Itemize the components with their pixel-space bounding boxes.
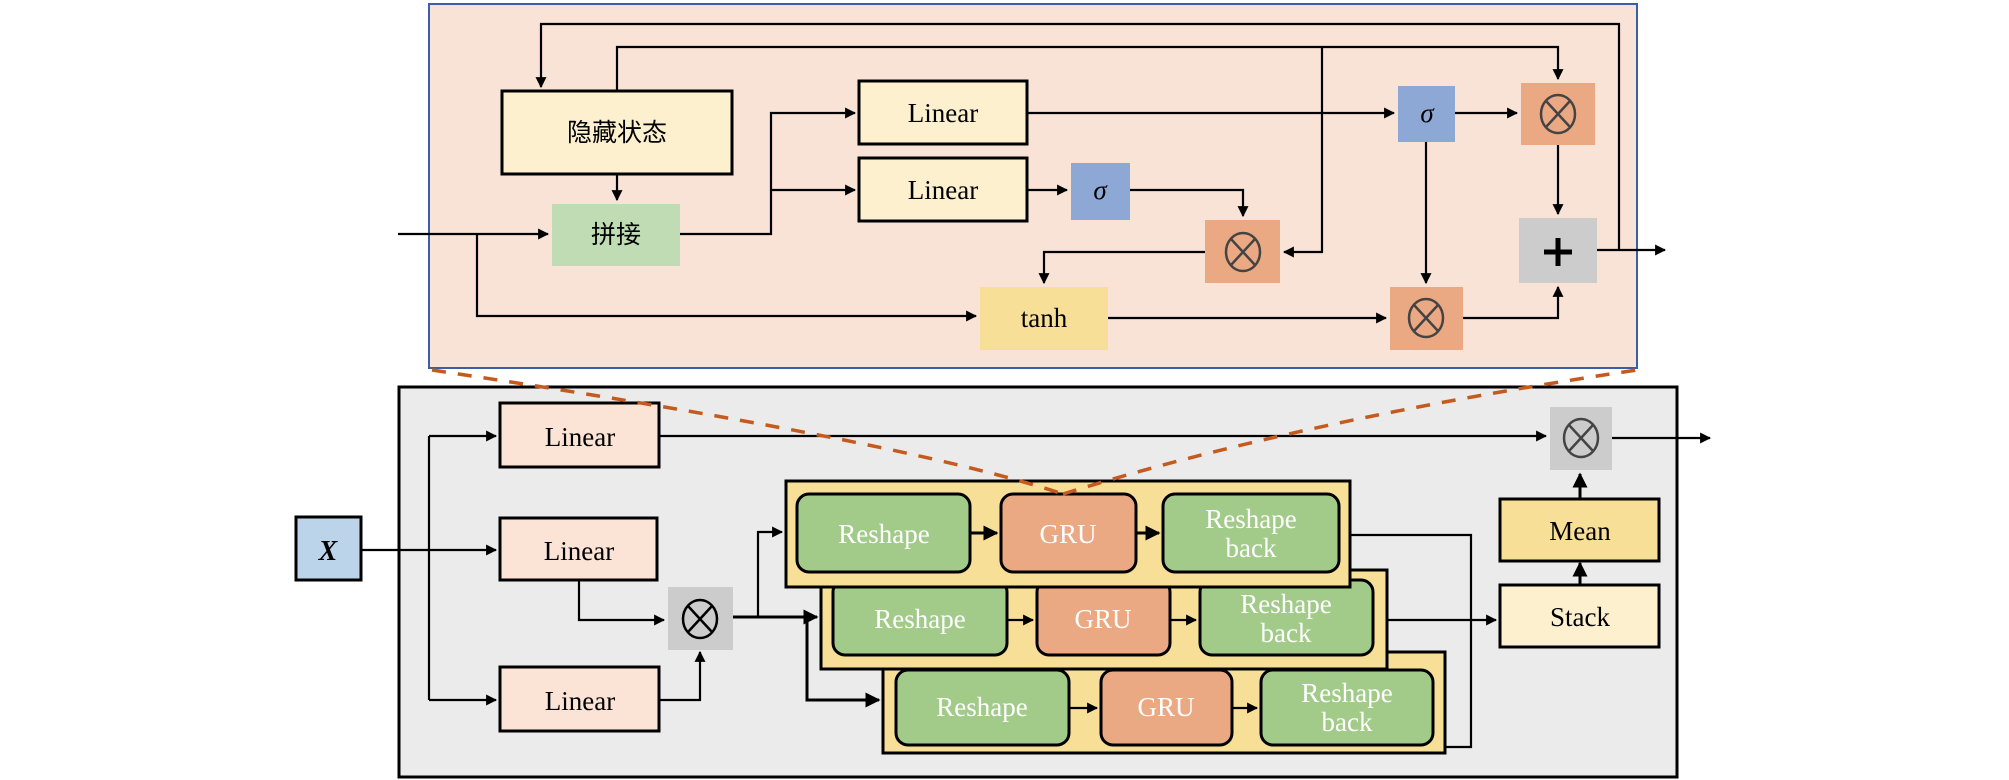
gru-linear-2-label: Linear	[908, 175, 978, 205]
linear-top-label: Linear	[545, 422, 615, 452]
gru-3-label: GRU	[1137, 692, 1194, 722]
linear-bottom-label: Linear	[545, 686, 615, 716]
mult-mid-box	[1205, 220, 1280, 283]
reshape-1-label: Reshape	[838, 519, 929, 549]
connector-block-1-to-stack	[1350, 533, 1473, 749]
multiply-icon	[681, 598, 719, 640]
reshape-back-1-label-1: Reshape	[1205, 504, 1296, 534]
connector-linear-mid-to-mult	[577, 580, 666, 626]
zoom-guide-left	[431, 368, 1064, 496]
connector-hidden-loop	[615, 45, 1564, 91]
concat-box: 拼接	[552, 204, 680, 266]
connector-mult-to-block-3	[805, 617, 881, 708]
mult-combine-box	[668, 587, 733, 650]
tanh-box: tanh	[980, 287, 1108, 350]
gru-block-1: Reshape GRU Reshape back	[784, 479, 1352, 589]
tanh-label: tanh	[1021, 303, 1068, 333]
mult-top-box	[1521, 83, 1595, 145]
gru-linear-1-label: Linear	[908, 98, 978, 128]
input-x-box: X	[294, 515, 363, 582]
multiply-icon	[1224, 231, 1262, 273]
multiply-icon	[1562, 417, 1600, 459]
final-mult-box	[1550, 407, 1612, 470]
linear-bottom-box: Linear	[498, 665, 661, 733]
linear-mid-label: Linear	[544, 536, 614, 566]
stack-box: Stack	[1498, 583, 1661, 649]
gru-linear-1-box: Linear	[857, 79, 1029, 146]
reshape-back-3-label-1: Reshape	[1301, 678, 1392, 708]
mean-box: Mean	[1498, 497, 1661, 563]
sigma-2-label: σ	[1093, 175, 1108, 205]
connector-input-to-tanh	[475, 234, 978, 322]
reshape-3-label: Reshape	[936, 692, 1027, 722]
connector-mult-mid-to-tanh	[1038, 250, 1205, 285]
main-connectors	[361, 430, 1712, 749]
connector-linear-bottom-to-mult	[659, 650, 706, 702]
mean-label: Mean	[1549, 516, 1611, 546]
reshape-2-label: Reshape	[874, 604, 965, 634]
sigma-1-box: σ	[1398, 86, 1455, 142]
linear-mid-box: Linear	[498, 516, 659, 582]
reshape-back-1-label-2: back	[1226, 533, 1277, 563]
connector-mult-to-block-1	[756, 526, 784, 617]
connector-sigma-2-to-mult-mid	[1130, 188, 1249, 218]
zoom-guide-right	[1062, 368, 1638, 496]
hidden-state-label: 隐藏状态	[567, 118, 667, 147]
hidden-state-box: 隐藏状态	[500, 89, 734, 176]
input-x-label: X	[318, 536, 339, 567]
linear-top-box: Linear	[498, 401, 661, 469]
plus-box	[1519, 218, 1597, 283]
connector-feedback-loop	[535, 22, 1621, 250]
connector-mult-bottom-to-plus	[1463, 285, 1564, 320]
zoom-guide-lines	[431, 368, 1638, 496]
reshape-back-3-label-2: back	[1322, 707, 1373, 737]
sigma-1-label: σ	[1420, 98, 1435, 128]
reshape-back-1-box	[1161, 492, 1341, 574]
reshape-back-2-label-1: Reshape	[1240, 589, 1331, 619]
gru-1-label: GRU	[1039, 519, 1096, 549]
sigma-2-box: σ	[1071, 163, 1130, 220]
gru-2-label: GRU	[1074, 604, 1131, 634]
multiply-icon	[1407, 297, 1445, 339]
stack-label: Stack	[1550, 602, 1610, 632]
gru-linear-2-box: Linear	[857, 156, 1029, 223]
connector-hidden-to-mult-mid	[1282, 47, 1324, 258]
gru-cell-connectors	[398, 22, 1667, 324]
plus-icon	[1544, 238, 1572, 266]
connector-concat-to-linear-1	[680, 107, 857, 236]
concat-label: 拼接	[591, 220, 641, 249]
multiply-icon	[1539, 93, 1577, 135]
mult-bottom-box	[1390, 287, 1463, 350]
reshape-back-2-label-2: back	[1261, 618, 1312, 648]
